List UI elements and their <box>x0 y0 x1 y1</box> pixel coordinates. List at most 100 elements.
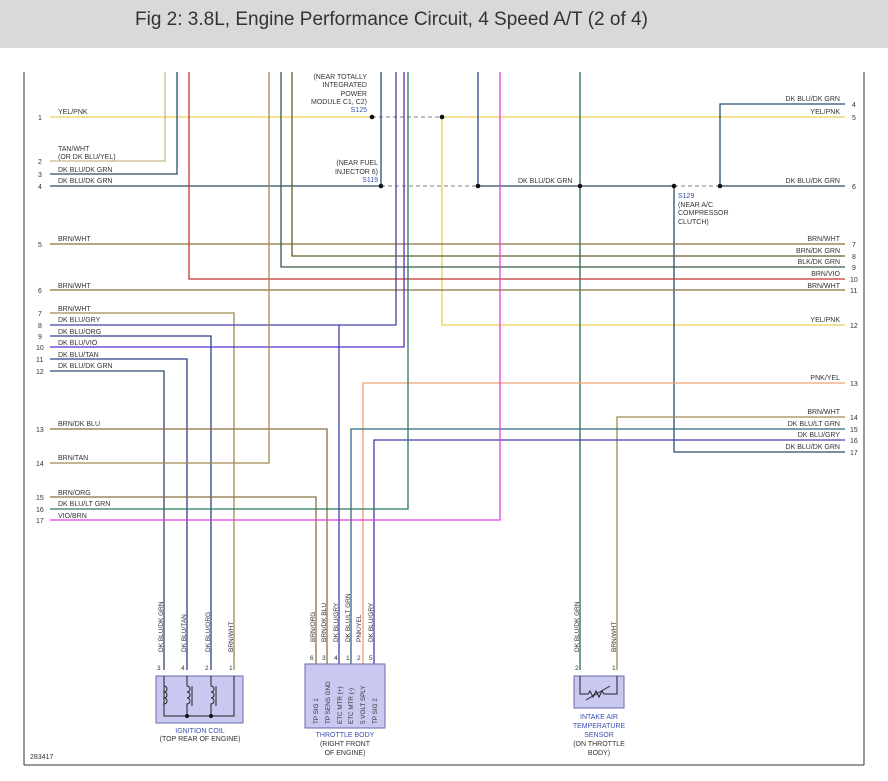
iat-pin: 1 <box>612 665 616 672</box>
right-wire-label: DK BLU/LT GRN <box>788 421 840 428</box>
iat-name: INTAKE AIR <box>580 714 618 721</box>
left-wire-label: BRN/TAN <box>58 455 88 462</box>
coil-pin: 2 <box>205 665 209 672</box>
right-pin-number: 9 <box>852 265 856 272</box>
left-pin-number: 9 <box>38 334 42 341</box>
right-pin-number: 10 <box>850 277 858 284</box>
iat-pin: 2 <box>575 665 579 672</box>
s129-note-line: CLUTCH) <box>678 219 709 226</box>
right-wire-label: YEL/PNK <box>810 317 840 324</box>
left-pin-number: 16 <box>36 507 44 514</box>
left-wire-label: BRN/WHT <box>58 306 91 313</box>
s129-note-line: COMPRESSOR <box>678 210 729 217</box>
right-pin-number: 6 <box>852 184 856 191</box>
left-pin-number: 1 <box>38 115 42 122</box>
left-pin-number: 7 <box>38 311 42 318</box>
coil-pin: 4 <box>181 665 185 672</box>
left-wire-label: BRN/DK BLU <box>58 421 100 428</box>
s119-label: S119 <box>362 177 378 184</box>
left-wire-label: DK BLU/GRY <box>58 317 101 324</box>
left-pin-number: 11 <box>36 357 43 364</box>
left-wire-label: DK BLU/TAN <box>58 352 99 359</box>
figure-title: Fig 2: 3.8L, Engine Performance Circuit,… <box>135 9 648 30</box>
right-wire-label: BRN/DK GRN <box>796 248 840 255</box>
left-wire-label: DK BLU/DK GRN <box>58 363 112 370</box>
left-pin-number: 10 <box>36 345 44 352</box>
right-pin-number: 12 <box>850 323 858 330</box>
right-wire-label: DK BLU/DK GRN <box>786 96 840 103</box>
tb-wire-label: DK BLU/GRY <box>368 602 375 642</box>
splice-dot <box>185 714 189 718</box>
splice-dot <box>475 183 481 189</box>
splice-dot <box>439 114 445 120</box>
right-pin-number: 4 <box>852 102 856 109</box>
tb-wire-label: BRN/ORG <box>310 612 317 642</box>
right-pin-number: 7 <box>852 242 856 249</box>
tb-pin: 6 <box>310 655 314 662</box>
iat-name: SENSOR <box>584 732 614 739</box>
left-pin-number: 3 <box>38 172 42 179</box>
tb-pin: 5 <box>369 655 373 662</box>
right-pin-number: 15 <box>850 427 858 434</box>
ignition-coil-name: IGNITION COIL <box>175 728 225 735</box>
iat-location: BODY) <box>588 750 610 757</box>
iat-name: TEMPERATURE <box>573 723 626 730</box>
component-wire-labels: DK BLU/DK GRN DK BLU/TAN DK BLU/ORG BRN/… <box>158 593 618 652</box>
left-wire-label: BRN/ORG <box>58 490 91 497</box>
right-pin-number: 17 <box>850 450 858 457</box>
tb-wire-label: DK BLU/GRY <box>333 602 340 642</box>
mid-wire-label: DK BLU/DK GRN <box>518 178 572 185</box>
left-wire-label: DK BLU/LT GRN <box>58 501 110 508</box>
right-wire-label: BRN/WHT <box>807 283 840 290</box>
iat-sensor: 2 1 INTAKE AIR TEMPERATURE SENSOR (ON TH… <box>573 665 626 757</box>
s125-label: S125 <box>351 107 367 114</box>
tb-pin: 1 <box>346 655 350 662</box>
coil-pin: 1 <box>229 665 233 672</box>
left-wire-label: BRN/WHT <box>58 283 91 290</box>
splice-points <box>369 114 723 189</box>
s119-note-line: INJECTOR 6) <box>335 169 378 176</box>
iat-location: (ON THROTTLE <box>573 741 625 748</box>
s129-note-line: (NEAR A/C <box>678 202 713 209</box>
tb-wire-label: BRN/DK BLU <box>321 603 328 642</box>
s125-note-line: MODULE C1, C2) <box>311 99 367 106</box>
right-wire-label: BLK/DK GRN <box>798 259 840 266</box>
right-pin-number: 11 <box>850 288 857 295</box>
tb-function: 5 VOLT SPLY <box>360 685 367 724</box>
coil-pin: 3 <box>157 665 161 672</box>
coil-wire-label: DK BLU/DK GRN <box>158 601 165 652</box>
coil-wire-label: BRN/WHT <box>228 622 235 652</box>
throttle-body-location: OF ENGINE) <box>325 750 366 757</box>
ignition-coil-body <box>155 675 244 724</box>
left-pin-number: 6 <box>38 288 42 295</box>
left-pin-number: 14 <box>36 461 44 468</box>
left-wire-label: BRN/WHT <box>58 236 91 243</box>
left-wire-label: YEL/PNK <box>58 109 88 116</box>
tb-wire-label: DK BLU/LT GRN <box>345 593 352 642</box>
tb-pin: 2 <box>357 655 361 662</box>
left-pin-number: 2 <box>38 159 42 166</box>
splice-s119 <box>378 183 384 189</box>
splice-dot <box>209 714 213 718</box>
left-wire-label: (OR DK BLU/YEL) <box>58 154 116 161</box>
right-wire-label: YEL/PNK <box>810 109 840 116</box>
right-wire-label: BRN/WHT <box>807 236 840 243</box>
tb-wire-label: PNK/YEL <box>356 614 363 642</box>
right-pin-number: 8 <box>852 254 856 261</box>
splice-s125 <box>369 114 375 120</box>
diagram-id: 283417 <box>30 754 53 761</box>
splice-dot <box>577 183 583 189</box>
tb-function: TP SIG 1 <box>313 698 320 724</box>
s129-label: S129 <box>678 193 694 200</box>
right-pin-number: 5 <box>852 115 856 122</box>
s125-note-line: POWER <box>341 91 367 98</box>
tb-pin: 3 <box>322 655 326 662</box>
left-pin-number: 5 <box>38 242 42 249</box>
tb-function: TP SIG 2 <box>372 698 379 724</box>
left-wire-label: DK BLU/DK GRN <box>58 167 112 174</box>
left-connector-labels: 1 YEL/PNK 2 TAN/WHT (OR DK BLU/YEL) 3 DK… <box>36 109 116 525</box>
left-pin-number: 13 <box>36 427 44 434</box>
ignition-coil: 3 4 2 1 IGNITION COIL (TOP REAR OF ENGIN… <box>155 665 244 743</box>
title-bar: Fig 2: 3.8L, Engine Performance Circuit,… <box>0 0 888 48</box>
